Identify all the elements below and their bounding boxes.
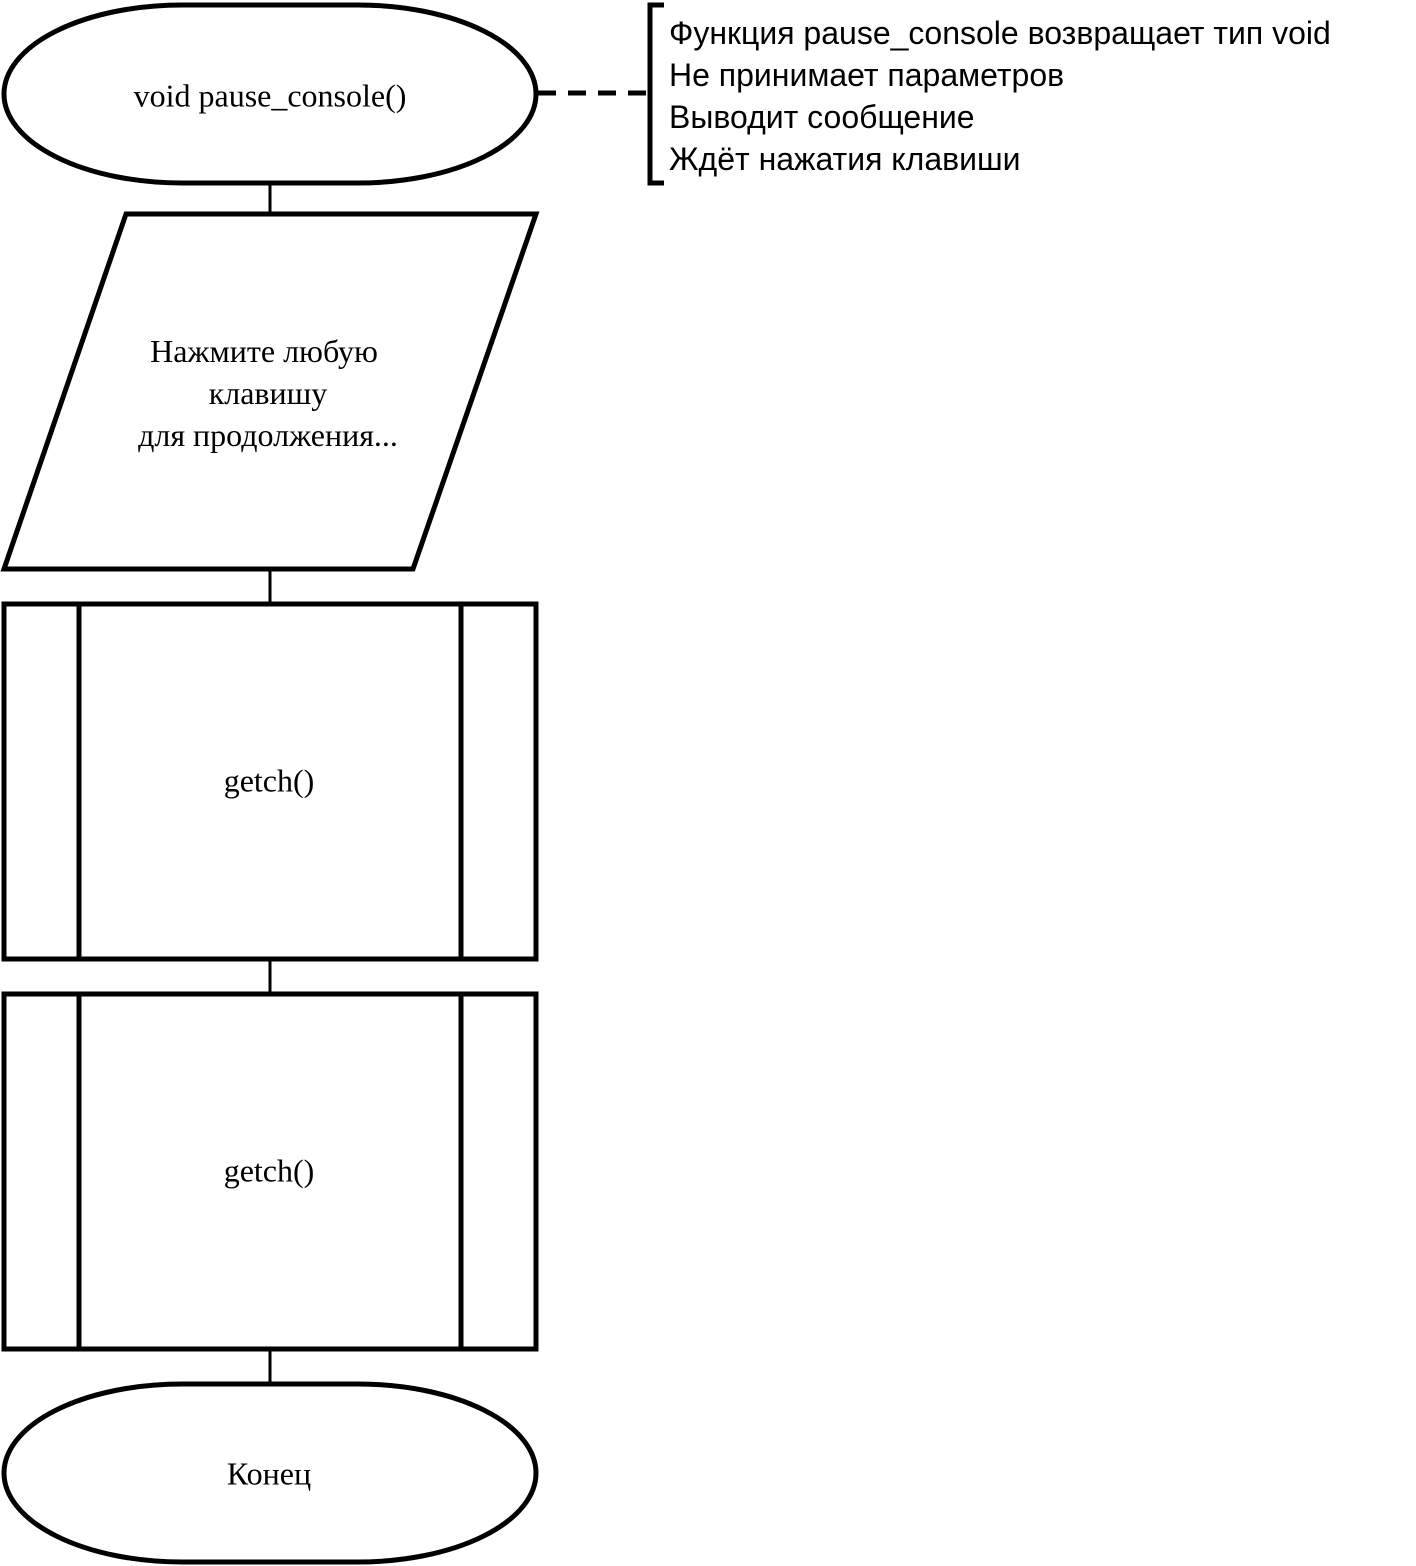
end-terminator-shape (1, 1381, 539, 1565)
subroutine-call-2-label: getch() (224, 1152, 315, 1188)
output-block: Нажмите любую клавишу для продолжения... (0, 211, 540, 572)
annotation-line-3: Выводит сообщение (669, 99, 975, 135)
subroutine-call-2-box (1, 991, 539, 1352)
output-parallelogram (0, 211, 540, 572)
start-terminator-label: void pause_console() (134, 77, 407, 113)
end-terminator-label: Конец (227, 1455, 311, 1491)
subroutine-call-2: getch() (1, 991, 539, 1352)
end-terminator: Конец (1, 1381, 539, 1565)
start-terminator-shape (1, 2, 539, 186)
subroutine-call-1: getch() (1, 601, 539, 962)
output-line-1: Нажмите любую (150, 333, 378, 369)
annotation-bracket (647, 2, 664, 186)
subroutine-call-1-box (1, 601, 539, 962)
subroutine-call-1-label: getch() (224, 762, 315, 798)
start-terminator: void pause_console() (1, 2, 539, 186)
output-line-3: для продолжения... (138, 417, 398, 453)
annotation-line-4: Ждёт нажатия клавиши (669, 141, 1021, 177)
annotation-line-2: Не принимает параметров (669, 57, 1064, 93)
annotation-line-1: Функция pause_console возвращает тип voi… (669, 15, 1331, 51)
annotation: Функция pause_console возвращает тип voi… (538, 2, 1331, 186)
output-line-2: клавишу (209, 375, 328, 411)
